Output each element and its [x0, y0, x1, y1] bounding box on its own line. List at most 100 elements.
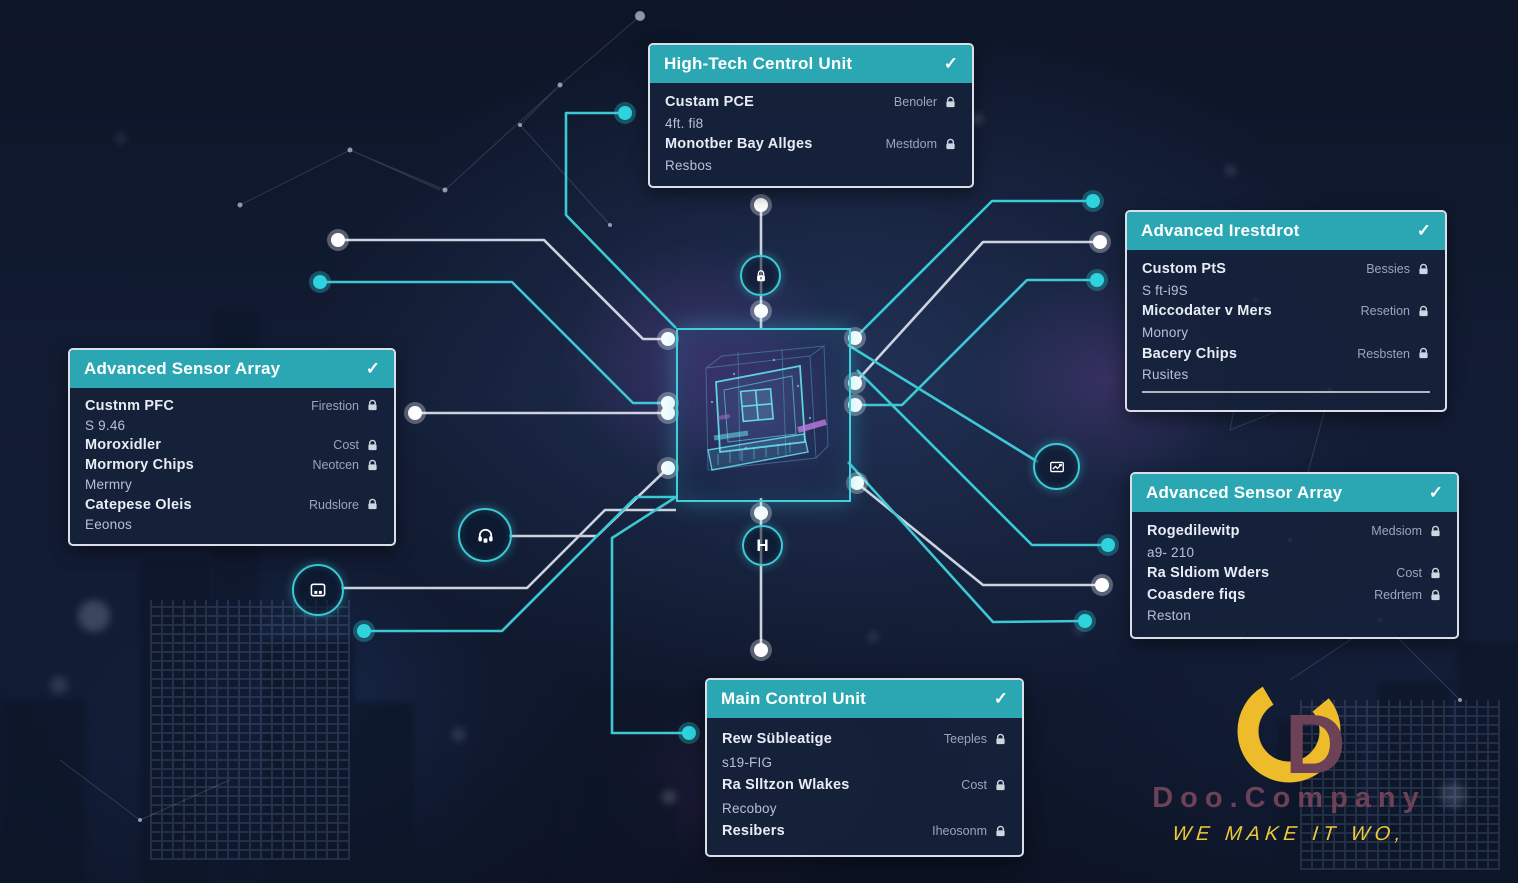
spec-row: Coasdere fiqs Redrtem: [1147, 588, 1442, 603]
card-advanced-sensor-array-right: Advanced Sensor Array ✓ Rogedilewitp Med…: [1130, 472, 1459, 639]
logo-brand-text: Doo.Company: [1152, 782, 1426, 814]
spec-row: Monotber Bay Allges Mestdom: [665, 137, 957, 152]
lock-icon: [994, 733, 1007, 746]
teal-node-dots: [309, 102, 1119, 744]
bokeh-light: [662, 790, 676, 804]
teal-connectors: [320, 111, 1108, 735]
spec-row: Moroxidler Cost: [85, 438, 379, 453]
card-body: Custnm PFC Firestion S 9.46 Moroxidler C…: [70, 388, 394, 544]
spec-row: Recoboy: [722, 802, 1007, 816]
card-header: High-Tech Centrol Unit ✓: [650, 45, 972, 83]
lock-icon: [756, 269, 765, 281]
spec-label: Rogedilewitp: [1147, 523, 1240, 540]
card-title: Advanced Irestdrot: [1141, 221, 1300, 240]
spec-row: Custnm PFC Firestion: [85, 399, 379, 414]
building-silhouette: [0, 700, 85, 883]
spec-row: Ra Slltzon Wlakes Cost: [722, 778, 1007, 793]
white-node-dots: [327, 194, 1113, 661]
lock-icon: [944, 138, 957, 151]
lock-icon: [944, 96, 957, 109]
building-silhouette: [556, 782, 676, 883]
spec-label: Miccodater v Mers: [1142, 303, 1272, 320]
spec-label: Monotber Bay Allges: [665, 136, 813, 152]
spec-row: Eeonos: [85, 518, 379, 532]
card-title: Main Control Unit: [721, 689, 867, 708]
card-advanced-irestdrot: Advanced Irestdrot ✓ Custom PtS Bessies …: [1125, 210, 1447, 412]
spec-label: Mermry: [85, 477, 132, 493]
spec-row: S ft-i9S: [1142, 284, 1430, 298]
lock-icon: [994, 779, 1007, 792]
logo-d-letter: D: [1285, 697, 1346, 791]
spec-label: Ra Slltzon Wlakes: [722, 777, 850, 794]
spec-value: Mestdom: [885, 137, 937, 151]
spec-label: Mormory Chips: [85, 457, 194, 474]
spec-value: Bessies: [1366, 262, 1410, 277]
spec-row: 4ft. fi8: [665, 115, 957, 131]
gray-connectors: [338, 205, 1102, 650]
building-silhouette: [1458, 642, 1518, 883]
card-body: Custam PCE Benoler 4ft. fi8 Monotber Bay…: [650, 83, 972, 186]
spec-row: Miccodater v Mers Resetion: [1142, 304, 1430, 319]
spec-row: Resibers Iheosonm: [722, 824, 1007, 839]
spec-label: S 9.46: [85, 417, 126, 433]
card-header: Main Control Unit ✓: [707, 680, 1022, 718]
card-title: Advanced Sensor Array: [84, 359, 281, 378]
card-body: Rogedilewitp Medsiom a9- 210 Ra Sldiom W…: [1132, 512, 1457, 637]
spec-row: Reston: [1147, 609, 1442, 623]
lock-icon: [1417, 347, 1430, 360]
spec-row: a9- 210: [1147, 546, 1442, 560]
spec-value: Neotcen: [312, 458, 359, 473]
spec-label: Eeonos: [85, 516, 132, 532]
bokeh-light: [1226, 166, 1235, 175]
spec-label: Ra Sldiom Wders: [1147, 565, 1270, 582]
spec-row: Resbos: [665, 158, 957, 173]
chip-node: [292, 564, 344, 616]
card-main-control-unit: Main Control Unit ✓ Rew Sübleatige Teepl…: [705, 678, 1024, 857]
lock-icon: [1429, 589, 1442, 602]
lock-icon: [1429, 567, 1442, 580]
spec-value: Resbsten: [1357, 346, 1410, 361]
spec-label: Custnm PFC: [85, 397, 174, 414]
headset-node: [458, 508, 512, 562]
card-body: Rew Sübleatige Teeples s19-FIG Ra Slltzo…: [707, 718, 1022, 855]
bokeh-light: [78, 600, 110, 632]
city-window-lights: [150, 600, 350, 860]
spec-row: Ra Sldiom Wders Cost: [1147, 566, 1442, 581]
spec-label: Recoboy: [722, 800, 777, 816]
card-high-tech-control-unit: High-Tech Centrol Unit ✓ Custam PCE Beno…: [648, 43, 974, 188]
spec-label: Coasdere fiqs: [1147, 586, 1246, 603]
bokeh-light: [452, 728, 465, 741]
spec-value: Benoler: [893, 95, 937, 109]
spec-label: 4ft. fi8: [665, 115, 704, 131]
spec-label: Bacery Chips: [1142, 345, 1238, 362]
spec-value: Resetion: [1360, 304, 1410, 319]
bokeh-light: [868, 632, 878, 642]
card-header: Advanced Sensor Array ✓: [1132, 474, 1457, 512]
spec-value: Firestion: [311, 398, 359, 413]
check-icon: ✓: [365, 359, 380, 378]
spec-label: Custom PtS: [1142, 261, 1227, 278]
logo-c-ring: [1237, 679, 1341, 783]
bokeh-light: [1074, 624, 1084, 634]
hologram-computer-wireframe: [705, 345, 829, 471]
spec-value: Medsiom: [1371, 524, 1422, 539]
card-divider: [1142, 390, 1430, 393]
spec-label: Catepese Oleis: [85, 496, 192, 513]
building-silhouette: [1378, 682, 1450, 883]
company-logo: D Doo.Company WE MAKE IT WO,: [1100, 676, 1478, 866]
card-header: Advanced Sensor Array ✓: [70, 350, 394, 388]
building-silhouette: [140, 560, 210, 883]
letter-h-icon: H: [756, 535, 769, 555]
letter-h-node: H: [742, 525, 783, 566]
check-icon: ✓: [993, 689, 1008, 708]
spec-label: a9- 210: [1147, 544, 1195, 560]
spec-row: Mormory Chips Neotcen: [85, 458, 379, 473]
spec-row: Rew Sübleatige Teeples: [722, 732, 1007, 747]
spec-label: Monory: [1142, 325, 1189, 340]
spec-row: Bacery Chips Resbsten: [1142, 347, 1430, 362]
bokeh-light: [972, 114, 982, 124]
lock-icon: [1429, 525, 1442, 538]
spec-row: Rogedilewitp Medsiom: [1147, 524, 1442, 539]
media-card-node: [1033, 443, 1080, 490]
spec-value: Rudslore: [308, 497, 359, 512]
